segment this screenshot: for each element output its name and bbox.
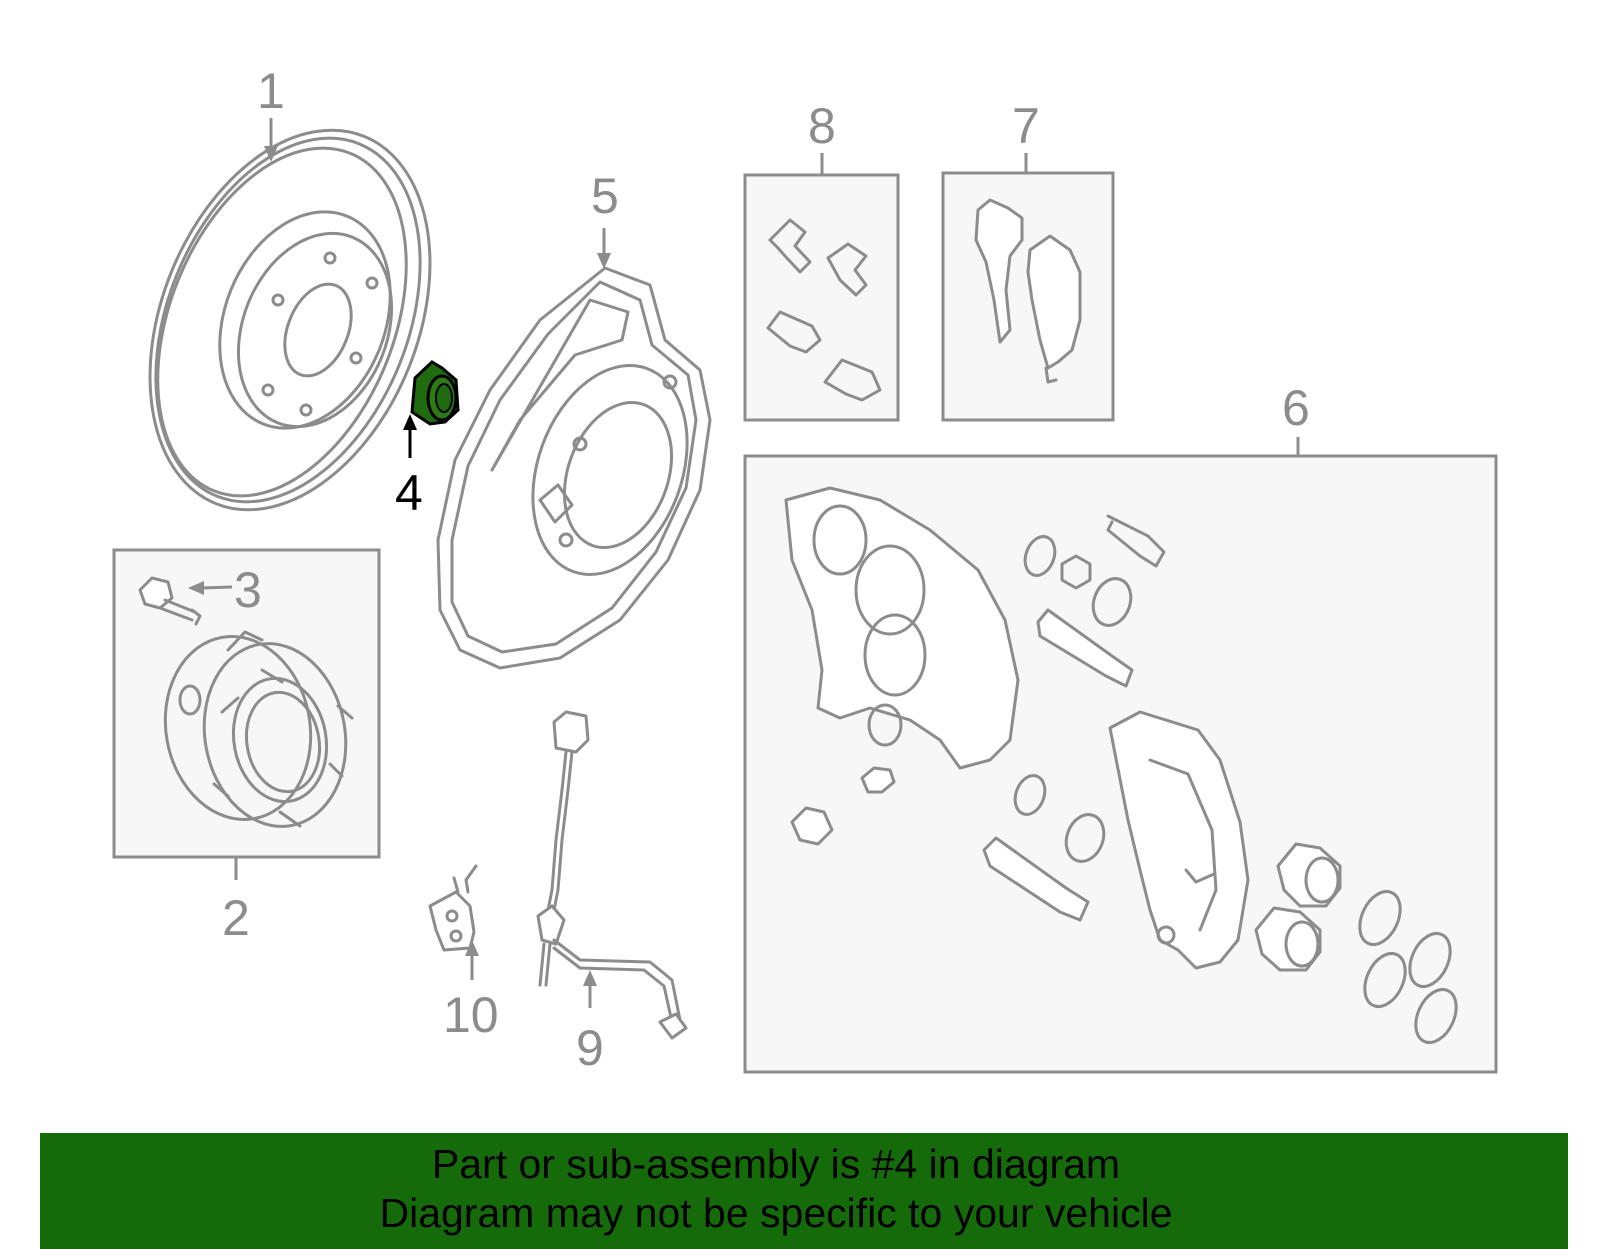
part-8-pad-hardware[interactable] xyxy=(766,218,882,402)
callout-9: 9 xyxy=(576,1020,604,1076)
callout-3: 3 xyxy=(234,562,262,618)
banner-line-1: Part or sub-assembly is #4 in diagram xyxy=(431,1141,1121,1187)
callout-4: 4 xyxy=(395,465,423,521)
part-6-seals-and-pins[interactable] xyxy=(790,514,1464,1049)
part-7-box xyxy=(941,171,1115,422)
part-10-bracket[interactable] xyxy=(428,864,478,952)
part-9-wear-sensor[interactable] xyxy=(536,710,688,1040)
part-3-hub-bolt[interactable] xyxy=(138,576,202,626)
part-8-box xyxy=(743,173,900,422)
callout-labels: 1 2 3 4 5 6 7 8 9 10 xyxy=(222,63,1310,1076)
banner-line-2: Diagram may not be specific to your vehi… xyxy=(379,1190,1173,1236)
callout-5: 5 xyxy=(591,168,619,224)
callout-7: 7 xyxy=(1012,98,1040,154)
callout-8: 8 xyxy=(808,98,836,154)
leader-lines xyxy=(188,118,1300,1008)
part-4-highlighted-part[interactable] xyxy=(410,360,460,426)
part-5-dust-shield[interactable] xyxy=(436,266,715,670)
callout-1: 1 xyxy=(257,63,285,119)
callout-6: 6 xyxy=(1282,380,1310,436)
part-7-brake-pads[interactable] xyxy=(974,198,1082,384)
callout-10: 10 xyxy=(443,987,499,1043)
part-2-hub-assembly[interactable] xyxy=(151,625,360,838)
callout-2: 2 xyxy=(222,890,250,946)
info-banner: Part or sub-assembly is #4 in diagram Di… xyxy=(40,1133,1568,1249)
part-1-brake-rotor[interactable] xyxy=(97,88,483,551)
part-6-caliper-assembly[interactable] xyxy=(784,486,1250,970)
